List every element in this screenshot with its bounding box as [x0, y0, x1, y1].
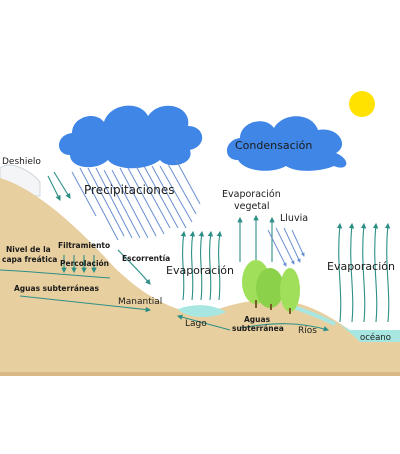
evaporation-arrows-left — [180, 230, 223, 301]
lluvia-rain — [267, 227, 305, 267]
label-aguas-subterraneas-left: Aguas subterráneas — [14, 284, 99, 293]
ocean — [335, 322, 400, 342]
water-table-line — [0, 269, 111, 279]
groundwater-arrow-center-right — [239, 323, 330, 332]
label-oceano: océano — [360, 332, 391, 343]
label-percolacion: Percolación — [60, 259, 109, 268]
label-evaporacion-vegetal-1: Evaporación — [222, 189, 281, 200]
vegetal-evaporation-arrows — [237, 214, 275, 262]
label-aguas-center-1: Aguas — [244, 315, 271, 324]
label-evaporacion-right: Evaporación — [327, 260, 395, 273]
lake — [178, 305, 226, 318]
label-lago: Lago — [185, 319, 207, 329]
label-rios: Ríos — [298, 326, 317, 336]
label-evaporacion-left: Evaporación — [166, 264, 234, 277]
ground-edge — [0, 372, 400, 376]
groundwater-arrow-center-left — [176, 314, 231, 331]
condensation-cloud-icon — [226, 116, 347, 171]
label-deshielo: Deshielo — [2, 157, 41, 167]
precipitation-rain — [71, 159, 201, 241]
ground — [0, 178, 400, 372]
sun-icon — [349, 91, 375, 117]
label-evaporacion-vegetal-2: vegetal — [234, 201, 270, 212]
rain-cloud-icon — [58, 105, 203, 169]
percolation-arrows — [61, 255, 97, 274]
trees-icon — [242, 260, 300, 314]
label-nivel-2: capa freática — [2, 255, 57, 264]
escorrentia-arrow — [117, 249, 151, 285]
label-precipitaciones: Precipitaciones — [84, 183, 175, 197]
label-nivel-1: Nivel de la — [6, 245, 51, 254]
evaporation-arrows-right — [336, 222, 391, 323]
label-aguas-center-2: subterránea — [232, 324, 284, 333]
deshielo-arrows — [47, 171, 71, 201]
label-lluvia: Lluvia — [280, 213, 308, 224]
label-escorrentia: Escorrentía — [122, 254, 170, 263]
label-condensacion: Condensación — [235, 139, 312, 152]
groundwater-arrow-left — [19, 295, 152, 313]
label-filtramiento: Filtramiento — [58, 241, 110, 250]
label-manantial: Manantial — [118, 297, 162, 307]
